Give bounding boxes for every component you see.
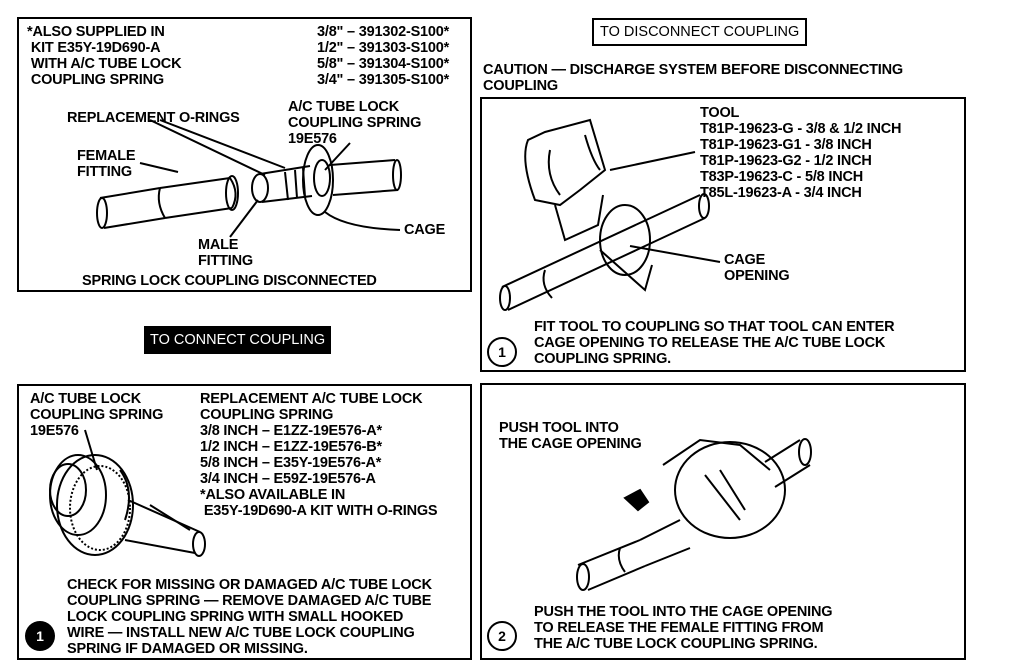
tool-t85l-a: T85L-19623-A - 3/4 INCH [700,185,862,201]
push-arrow-icon [623,488,650,512]
tool-t81p-g1: T81P-19623-G1 - 3/8 INCH [700,137,872,153]
coupling-spring-label: A/C TUBE LOCK COUPLING SPRING 19E576 [288,99,422,147]
leader-spring [324,142,351,171]
leader-female [139,162,179,173]
disconnect-step-1-panel [480,97,966,372]
connect-step-1-panel [17,384,472,660]
spring-lock-disconnected-panel [17,17,472,292]
leader-male [229,199,259,238]
step-1-instruction: FIT TOOL TO COUPLING SO THAT TOOL CAN EN… [534,319,895,367]
connect-coupling-title: TO CONNECT COUPLING [144,326,332,354]
spring-label: A/C TUBE LOCK COUPLING SPRING 19E576 [30,391,164,439]
part-number-3-4: 3/4" – 391305-S100* [317,72,450,88]
tool-t81p-g: T81P-19623-G - 3/8 & 1/2 INCH [700,121,902,137]
kit-note-line-1: *ALSO SUPPLIED IN [27,24,165,40]
part-number-5-8: 5/8" – 391304-S100* [317,56,450,72]
replacement-part-3-8: 3/8 INCH – E1ZZ-19E576-A* [200,423,382,439]
leader-cage-connect [149,504,191,531]
disconnect-step-2-panel [480,383,966,660]
leader-cage [324,211,401,231]
kit-note-line-3: WITH A/C TUBE LOCK [27,56,182,72]
cage-label: CAGE [404,222,446,238]
tool-t81p-g2: T81P-19623-G2 - 1/2 INCH [700,153,872,169]
leader-orings [149,119,286,176]
caution-note: CAUTION — DISCHARGE SYSTEM BEFORE DISCON… [483,62,903,94]
connect-instruction: CHECK FOR MISSING OR DAMAGED A/C TUBE LO… [67,577,432,657]
replacement-orings-label: REPLACEMENT O-RINGS [67,110,240,126]
tool-heading: TOOL [700,105,740,121]
step-2-instruction: PUSH THE TOOL INTO THE CAGE OPENING TO R… [534,604,833,652]
part-number-3-8: 3/8" – 391302-S100* [317,24,450,40]
cage-opening-label: CAGE OPENING [724,252,790,284]
step-2-badge: 2 [487,621,517,651]
disconnect-coupling-title: TO DISCONNECT COUPLING [592,18,808,46]
availability-note: *ALSO AVAILABLE IN E35Y-19D690-A KIT WIT… [200,487,438,519]
step-number-badge: 1 [25,621,55,651]
leader-cage-opening [629,245,721,263]
leader-tool [609,151,696,171]
replacement-part-1-2: 1/2 INCH – E1ZZ-19E576-B* [200,439,382,455]
step-1-badge: 1 [487,337,517,367]
kit-note-line-2: KIT E35Y-19D690-A [27,40,161,56]
kit-note-line-4: COUPLING SPRING [27,72,164,88]
tool-t83p-c: T83P-19623-C - 5/8 INCH [700,169,864,185]
replacement-part-3-4: 3/4 INCH – E59Z-19E576-A [200,471,376,487]
part-number-1-2: 1/2" – 391303-S100* [317,40,450,56]
replacement-spring-title: REPLACEMENT A/C TUBE LOCK COUPLING SPRIN… [200,391,423,423]
disconnected-caption: SPRING LOCK COUPLING DISCONNECTED [82,273,377,289]
replacement-part-5-8: 5/8 INCH – E35Y-19E576-A* [200,455,382,471]
female-tube [99,187,166,229]
leader-spring-connect [84,429,98,471]
female-fitting-label: FEMALE FITTING [77,148,136,180]
male-fitting-label: MALE FITTING [198,237,253,269]
push-tool-label: PUSH TOOL INTO THE CAGE OPENING [499,420,642,452]
